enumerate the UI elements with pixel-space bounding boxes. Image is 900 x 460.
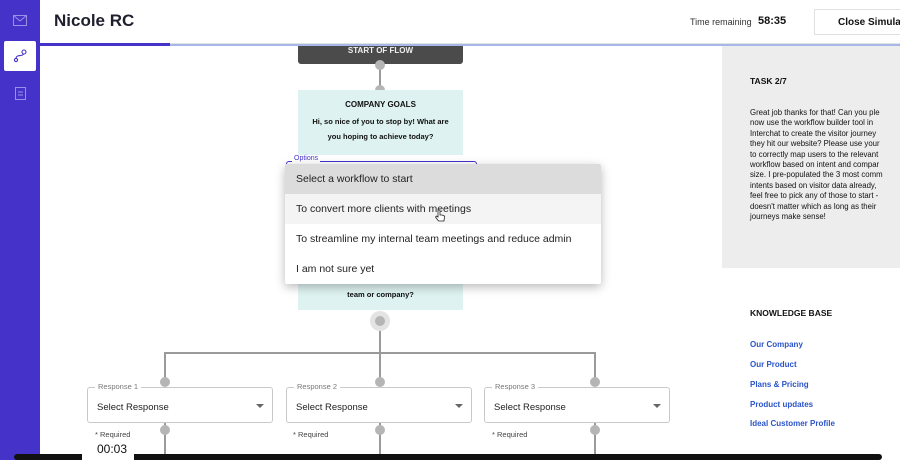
- dropdown-option[interactable]: Select a workflow to start: [285, 164, 601, 194]
- header-progress-accent: [40, 43, 170, 46]
- task-title: TASK 2/7: [750, 76, 787, 86]
- close-simulation-button[interactable]: Close Simulat: [814, 9, 900, 35]
- connector-dot[interactable]: [160, 425, 170, 435]
- response-label: Response 1: [95, 382, 142, 391]
- company-goals-node[interactable]: COMPANY GOALS Hi, so nice of you to stop…: [298, 90, 463, 155]
- node-message: Hi, so nice of you to stop by! What are …: [312, 117, 449, 141]
- connector-dot[interactable]: [375, 377, 385, 387]
- caret-down-icon: [256, 404, 264, 408]
- rail-document-button[interactable]: [4, 78, 36, 108]
- response-value: Select Response: [97, 402, 169, 413]
- rail-mail-button[interactable]: [4, 5, 36, 35]
- video-timestamp: 00:03: [82, 440, 134, 460]
- connector-dot[interactable]: [375, 425, 385, 435]
- node-title: COMPANY GOALS: [345, 100, 416, 109]
- connector-line: [164, 423, 166, 460]
- caret-down-icon: [455, 404, 463, 408]
- time-remaining-label: Time remaining: [690, 17, 752, 27]
- response-2-select[interactable]: Response 2 Select Response: [286, 382, 472, 423]
- workflow-icon: [13, 49, 27, 63]
- connector-line: [594, 423, 596, 460]
- kb-link-our-product[interactable]: Our Product: [750, 360, 797, 369]
- node-message: team or company?: [347, 290, 414, 299]
- kb-link-our-company[interactable]: Our Company: [750, 340, 803, 349]
- connector-line: [594, 352, 596, 382]
- task-line: journeys make sense!: [750, 212, 826, 222]
- required-note: * Required: [95, 430, 131, 439]
- top-header: Nicole RC Time remaining 58:35 Close Sim…: [40, 0, 900, 44]
- response-value: Select Response: [494, 402, 566, 413]
- mail-icon: [13, 14, 27, 26]
- rail-workflow-button[interactable]: [4, 41, 36, 71]
- required-note: * Required: [293, 430, 329, 439]
- connector-dot[interactable]: [590, 425, 600, 435]
- task-line: size. I pre-populated the 3 most comm: [750, 170, 883, 180]
- user-name: Nicole RC: [54, 11, 135, 30]
- options-label: Options: [292, 155, 321, 162]
- response-label: Response 3: [492, 382, 539, 391]
- connector-dot[interactable]: [375, 60, 385, 70]
- response-1-select[interactable]: Response 1 Select Response: [87, 382, 273, 423]
- task-body: Great job thanks for that! Can you ple n…: [750, 108, 900, 222]
- knowledge-base-title: KNOWLEDGE BASE: [750, 308, 833, 318]
- connector-line: [379, 423, 381, 460]
- connector-dot[interactable]: [160, 377, 170, 387]
- task-line: they hit our website? Please use your: [750, 139, 880, 149]
- connector-dot[interactable]: [590, 377, 600, 387]
- connector-line: [164, 352, 166, 382]
- knowledge-base-panel: KNOWLEDGE BASE Our Company Our Product P…: [722, 268, 900, 460]
- task-line: intents based on visitor data already,: [750, 180, 877, 190]
- task-line: to correctly map users to the relevant: [750, 149, 879, 159]
- kb-link-plans-pricing[interactable]: Plans & Pricing: [750, 380, 809, 389]
- response-value: Select Response: [296, 402, 368, 413]
- connector-line: [379, 352, 381, 382]
- task-line: Interchat to create the visitor journey: [750, 128, 877, 138]
- kb-link-product-updates[interactable]: Product updates: [750, 400, 814, 409]
- left-rail: [0, 0, 40, 460]
- caret-down-icon: [653, 404, 661, 408]
- task-line: workflow based on intent and compar: [750, 160, 880, 170]
- branch-handle[interactable]: [370, 311, 390, 331]
- response-label: Response 2: [294, 382, 341, 391]
- options-dropdown-menu[interactable]: Select a workflow to start To convert mo…: [285, 164, 601, 284]
- kb-link-ideal-customer-profile[interactable]: Ideal Customer Profile: [750, 419, 835, 428]
- document-icon: [14, 86, 26, 100]
- connector-line: [379, 64, 381, 90]
- time-remaining-value: 58:35: [758, 15, 787, 27]
- task-line: doesn't matter which as long as their: [750, 201, 877, 211]
- connector-line: [379, 320, 381, 354]
- task-line: Great job thanks for that! Can you ple: [750, 108, 880, 117]
- hand-cursor-icon: [434, 209, 445, 222]
- start-of-flow-node[interactable]: START OF FLOW: [298, 46, 463, 64]
- dropdown-option[interactable]: To streamline my internal team meetings …: [296, 233, 572, 245]
- task-line: now use the workflow builder tool in: [750, 118, 874, 128]
- required-note: * Required: [492, 430, 528, 439]
- dropdown-option[interactable]: I am not sure yet: [296, 263, 375, 275]
- response-3-select[interactable]: Response 3 Select Response: [484, 382, 670, 423]
- header-divider: [170, 44, 900, 46]
- video-progress-bar[interactable]: [14, 454, 882, 460]
- task-line: feel free to pick any of those to start …: [750, 191, 879, 201]
